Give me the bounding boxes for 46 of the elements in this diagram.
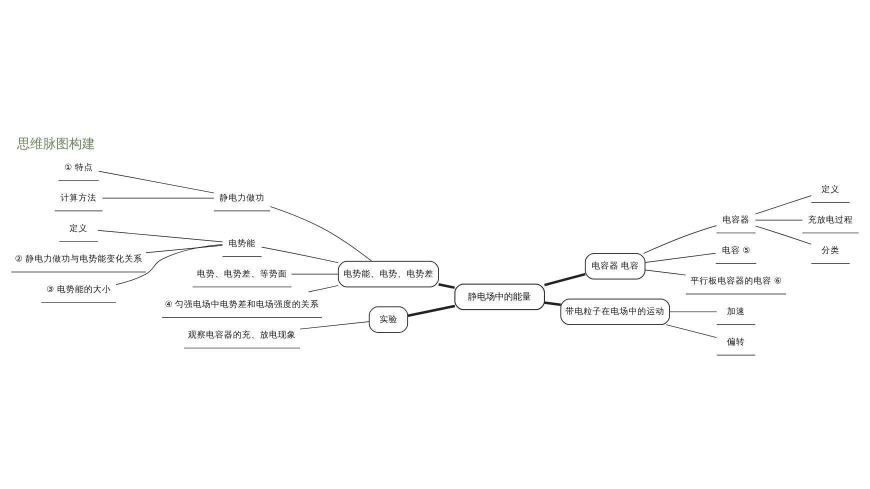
connector: [755, 194, 812, 214]
node-text: 计算方法: [60, 192, 97, 203]
connector: [98, 230, 223, 242]
node-text: 定义: [822, 184, 840, 194]
node-box: 实验: [368, 306, 408, 332]
node-text: 偏转: [726, 337, 745, 348]
node-text: 电容 ⑤: [722, 245, 750, 256]
connector: [644, 252, 716, 262]
connector: [755, 225, 812, 244]
connector: [102, 197, 214, 198]
connector: [270, 206, 372, 261]
connector: [261, 246, 339, 263]
node-text: 观察电容器的充、放电现象: [188, 330, 296, 340]
node-box: 带电粒子在电场中的运动: [560, 298, 670, 325]
node-text: ④ 匀强电场中电势差和电场强度的关系: [164, 299, 320, 310]
connector: [438, 282, 455, 288]
node-box: 电势能、电势、电势差: [338, 260, 439, 287]
connector: [755, 219, 803, 220]
node-text: 静电力做功: [220, 192, 265, 203]
connector: [291, 273, 339, 274]
connector: [300, 320, 370, 329]
connector: [408, 304, 456, 316]
node-box: 电容器 电容: [584, 252, 646, 280]
node-box: 静电场中的能量: [454, 283, 545, 310]
connector: [669, 310, 717, 312]
node-text: ① 特点: [64, 162, 93, 172]
connector: [146, 244, 223, 253]
node-text: ③ 电势能的大小: [46, 284, 111, 294]
connector: [544, 272, 586, 286]
connector: [98, 170, 214, 193]
connector: [666, 324, 717, 338]
connector: [643, 224, 717, 254]
connector: [116, 244, 223, 284]
node-text: 定义: [70, 223, 88, 234]
connector: [308, 284, 339, 292]
connector: [644, 269, 686, 275]
node-text: 电容器: [722, 214, 750, 225]
node-text: 充放电过程: [808, 214, 853, 225]
node-text: ② 静电力做功与电势能变化关系: [14, 254, 142, 264]
node-text: 电势、电势差、等势面: [197, 268, 288, 279]
diagram-title: 思维脉图构建: [16, 136, 95, 152]
node-text: 加速: [726, 306, 745, 317]
node-text: 平行板电容器的电容 ⑥: [690, 276, 782, 286]
node-text: 电势能: [228, 238, 256, 248]
node-text: 分类: [822, 245, 840, 256]
connector: [544, 300, 561, 306]
